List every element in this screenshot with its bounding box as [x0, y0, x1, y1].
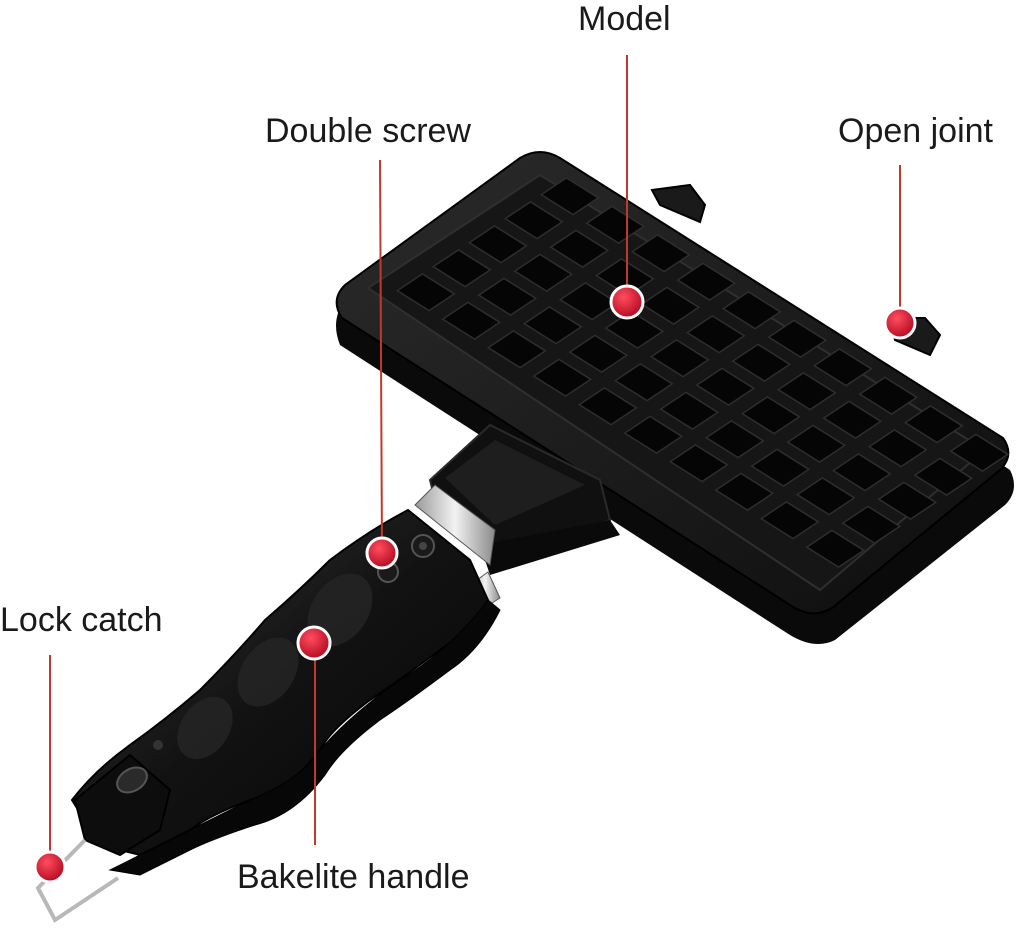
- waffle-cell: [685, 314, 746, 354]
- waffle-cell: [503, 200, 564, 240]
- waffle-cell: [721, 290, 782, 330]
- waffle-cell: [549, 229, 610, 269]
- marker-lock: [33, 850, 67, 884]
- waffle-cell: [767, 319, 828, 359]
- waffle-cell: [577, 386, 638, 426]
- waffle-cell: [431, 248, 492, 288]
- waffle-cell: [877, 481, 938, 521]
- waffle-cell: [858, 376, 919, 416]
- waffle-cell: [630, 233, 691, 273]
- waffle-cell: [532, 358, 593, 398]
- waffle-cell: [714, 472, 775, 512]
- waffle-cell: [841, 505, 902, 545]
- waffle-cell: [513, 253, 574, 293]
- waffle-cell: [805, 529, 866, 569]
- waffle-cell: [812, 347, 873, 387]
- waffle-cell: [731, 343, 792, 383]
- waffle-cell: [640, 286, 701, 326]
- marker-model: [609, 284, 645, 320]
- leader-screw: [379, 159, 383, 553]
- waffle-cell: [441, 301, 502, 341]
- waffle-cell: [831, 452, 892, 492]
- label-model: Model: [578, 0, 671, 38]
- waffle-cell: [668, 443, 729, 483]
- waffle-grid: [395, 176, 1010, 569]
- waffle-cell: [740, 395, 801, 435]
- waffle-cell: [395, 272, 456, 312]
- waffle-cell: [613, 362, 674, 402]
- waffle-cell: [903, 404, 964, 444]
- waffle-cell: [676, 262, 737, 302]
- waffle-cell: [786, 424, 847, 464]
- marker-screw: [365, 536, 399, 570]
- bakelite-handle: [70, 508, 501, 876]
- waffle-cell: [649, 338, 710, 378]
- waffle-cell: [949, 433, 1010, 473]
- waffle-cell: [467, 224, 528, 264]
- label-bakelite-handle: Bakelite handle: [237, 858, 470, 896]
- waffle-cell: [659, 391, 720, 431]
- waffle-cell: [913, 457, 974, 497]
- waffle-cell: [585, 205, 646, 245]
- waffle-cell: [477, 277, 538, 317]
- label-double-screw: Double screw: [265, 112, 471, 150]
- waffle-cell: [822, 400, 883, 440]
- waffle-cell: [795, 476, 856, 516]
- lock-catch: [35, 740, 172, 923]
- waffle-cell: [522, 305, 583, 345]
- waffle-cell: [486, 329, 547, 369]
- waffle-cell: [568, 334, 629, 374]
- marker-joint: [883, 306, 917, 340]
- waffle-cell: [867, 428, 928, 468]
- waffle-cell: [776, 371, 837, 411]
- leader-lines: [49, 55, 901, 865]
- label-open-joint: Open joint: [838, 112, 993, 150]
- waffle-cell: [750, 448, 811, 488]
- waffle-cell: [695, 367, 756, 407]
- waffle-cell: [704, 419, 765, 459]
- waffle-cell: [539, 176, 600, 216]
- callout-markers: [33, 284, 917, 884]
- waffle-cell: [759, 500, 820, 540]
- label-lock-catch: Lock catch: [0, 601, 163, 639]
- waffle-cell: [623, 415, 684, 455]
- marker-handle: [296, 625, 332, 661]
